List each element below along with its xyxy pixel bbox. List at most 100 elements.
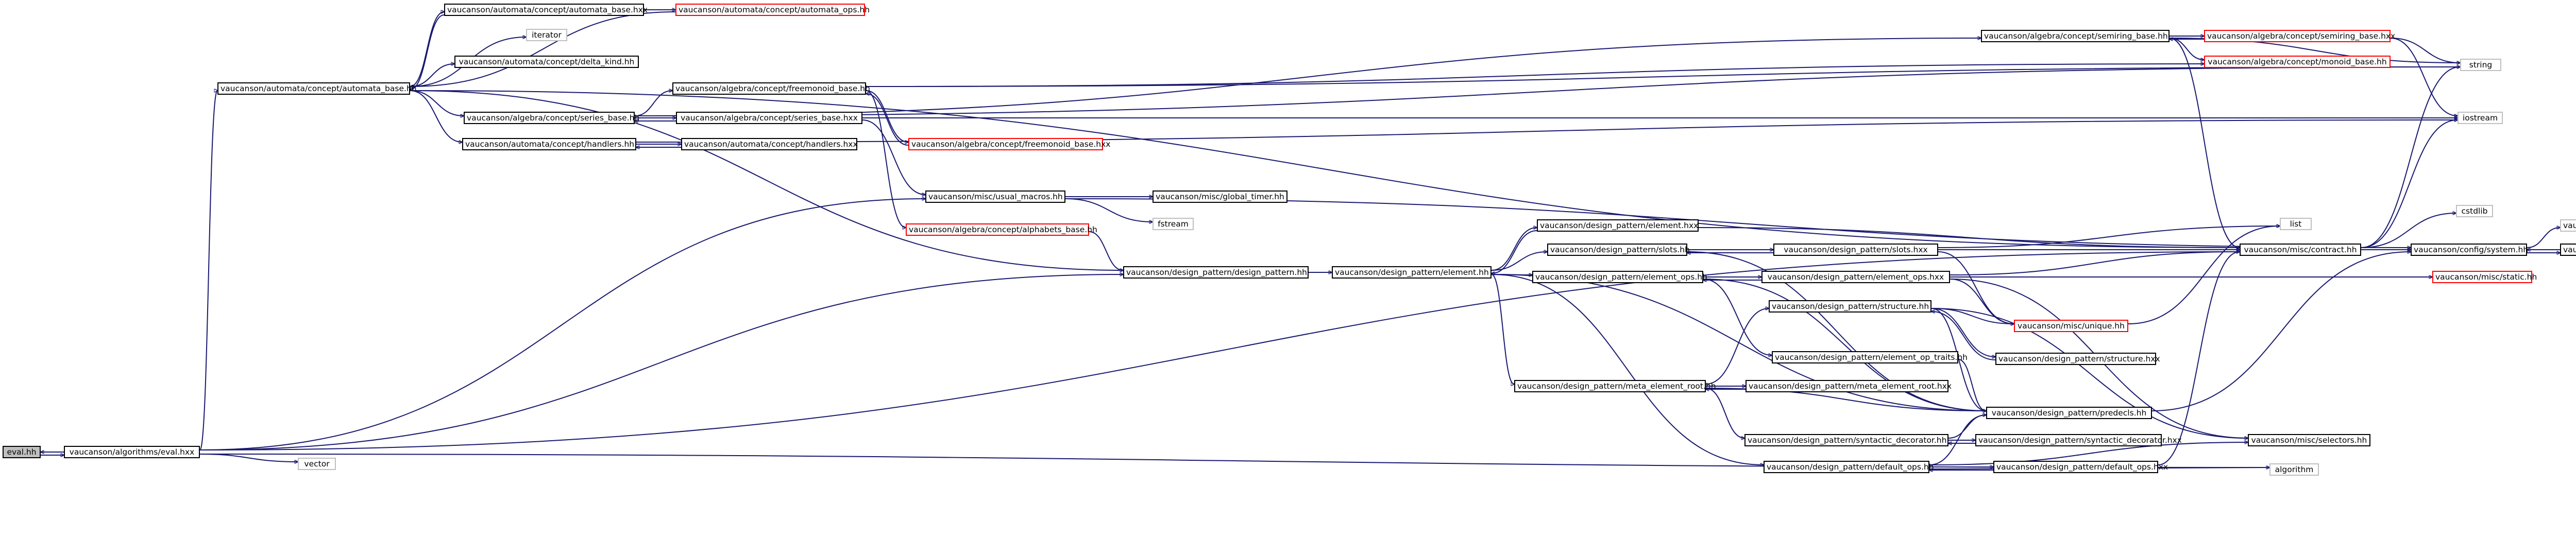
edge-freemonoid-base-hh-to-alphabets-base xyxy=(866,90,906,228)
node-string[interactable]: string xyxy=(2460,59,2501,71)
node-eval: eval.hh xyxy=(3,446,41,458)
node-system[interactable]: vaucanson/config/system.hh xyxy=(2411,244,2528,256)
edge-automata-base-hh-to-design-pattern xyxy=(410,90,1123,270)
edge-element-hxx-to-element-hh xyxy=(1492,230,1537,273)
edge-series-base-hh-to-semiring-base-hh xyxy=(634,38,1981,116)
node-monoid-base[interactable]: vaucanson/algebra/concept/monoid_base.hh xyxy=(2204,56,2391,68)
edge-contract-to-string xyxy=(2361,67,2460,248)
node-element-hh[interactable]: vaucanson/design_pattern/element.hh xyxy=(1332,266,1492,279)
node-syntactic-decorator-hxx[interactable]: vaucanson/design_pattern/syntactic_decor… xyxy=(1975,434,2182,446)
node-iostream[interactable]: iostream xyxy=(2458,112,2503,124)
edge-meta-element-root-hh-to-structure-hh xyxy=(1705,308,1769,385)
edge-series-base-hxx-to-usual-macros xyxy=(862,119,925,195)
node-static[interactable]: vaucanson/misc/static.hh xyxy=(2432,271,2537,283)
edge-default-ops-hh-to-selectors xyxy=(1929,442,2248,465)
node-default-ops-hxx[interactable]: vaucanson/design_pattern/default_ops.hxx xyxy=(1993,461,2168,473)
edge-slots-hh-to-predecls xyxy=(1687,251,1986,411)
edge-semiring-base-hh-to-monoid-base xyxy=(2169,38,2204,60)
node-contract[interactable]: vaucanson/misc/contract.hh xyxy=(2240,244,2361,256)
edge-alg-eval-to-contract xyxy=(199,252,2240,450)
node-meta-element-root-hh[interactable]: vaucanson/design_pattern/meta_element_ro… xyxy=(1514,380,1716,392)
node-structure-hxx[interactable]: vaucanson/design_pattern/structure.hxx xyxy=(1995,353,2160,365)
node-selectors[interactable]: vaucanson/misc/selectors.hh xyxy=(2248,434,2370,446)
node-algorithm[interactable]: algorithm xyxy=(2269,463,2319,476)
node-slots-hxx[interactable]: vaucanson/design_pattern/slots.hxx xyxy=(1773,244,1938,256)
edge-semiring-base-hxx-to-string xyxy=(2390,38,2460,63)
edge-usual-macros-to-fstream xyxy=(1065,198,1153,222)
edge-alg-eval-to-automata-base-hh xyxy=(199,91,218,450)
edge-element-op-traits-to-predecls xyxy=(1958,359,1986,411)
node-element-ops-hxx[interactable]: vaucanson/design_pattern/element_ops.hxx xyxy=(1761,271,1950,283)
edge-element-ops-hxx-to-contract xyxy=(1950,252,2240,275)
edge-automata-base-hh-to-series-base-hh xyxy=(410,90,464,116)
edge-alg-eval-to-usual-macros xyxy=(199,199,925,450)
edge-semiring-base-hxx-to-iostream xyxy=(2390,38,2458,116)
node-global-timer[interactable]: vaucanson/misc/global_timer.hh xyxy=(1153,190,1287,203)
node-handlers-hh[interactable]: vaucanson/automata/concept/handlers.hh xyxy=(462,138,636,150)
edge-alphabets-base-to-design-pattern xyxy=(1089,231,1123,270)
node-semiring-base-hh[interactable]: vaucanson/algebra/concept/semiring_base.… xyxy=(1981,30,2170,42)
edge-freemonoid-base-hh-to-monoid-base xyxy=(866,64,2204,87)
edge-contract-to-cstdlib xyxy=(2361,213,2456,248)
node-slots-hh[interactable]: vaucanson/design_pattern/slots.hh xyxy=(1547,244,1690,256)
node-pconf[interactable]: vaucanson/config/pconf.hh xyxy=(2560,219,2576,232)
node-meta-element-root-hxx[interactable]: vaucanson/design_pattern/meta_element_ro… xyxy=(1745,380,1952,392)
edge-structure-hh-to-structure-hxx xyxy=(1931,308,1995,357)
node-freemonoid-base-hh[interactable]: vaucanson/algebra/concept/freemonoid_bas… xyxy=(672,82,870,95)
edge-freemonoid-base-hxx-to-freemonoid-base-hh xyxy=(866,94,909,146)
node-structure-hh[interactable]: vaucanson/design_pattern/structure.hh xyxy=(1769,300,1931,313)
node-semiring-base-hxx[interactable]: vaucanson/algebra/concept/semiring_base.… xyxy=(2204,30,2395,42)
node-handlers-hxx[interactable]: vaucanson/automata/concept/handlers.hxx xyxy=(681,138,858,150)
node-automata-ops[interactable]: vaucanson/automata/concept/automata_ops.… xyxy=(675,4,870,16)
node-math[interactable]: vaucanson/config/math.hh xyxy=(2560,244,2576,256)
edge-series-base-hh-to-string xyxy=(634,67,2460,116)
node-delta-kind[interactable]: vaucanson/automata/concept/delta_kind.hh xyxy=(454,56,639,68)
edge-alg-eval-to-algorithm xyxy=(199,454,2269,467)
node-automata-base-hxx[interactable]: vaucanson/automata/concept/automata_base… xyxy=(444,4,648,16)
edge-element-hh-to-default-ops-hh xyxy=(1491,274,1764,465)
node-iterator[interactable]: iterator xyxy=(526,29,567,41)
edge-automata-base-hxx-to-automata-base-hh xyxy=(410,14,445,90)
edge-meta-element-root-hh-to-syntactic-decorator-hh xyxy=(1705,388,1744,438)
node-unique[interactable]: vaucanson/misc/unique.hh xyxy=(2014,320,2128,332)
edge-element-hxx-to-contract xyxy=(1698,227,2240,248)
node-element-hxx[interactable]: vaucanson/design_pattern/element.hxx xyxy=(1537,219,1699,232)
edge-element-ops-hh-to-element-op-traits xyxy=(1703,279,1772,355)
node-cstdlib[interactable]: cstdlib xyxy=(2456,205,2493,217)
node-syntactic-decorator-hh[interactable]: vaucanson/design_pattern/syntactic_decor… xyxy=(1744,434,1948,446)
edge-slots-hxx-to-list xyxy=(1938,226,2280,248)
edge-element-hh-to-element-hxx xyxy=(1491,228,1537,271)
node-automata-base-hh[interactable]: vaucanson/automata/concept/automata_base… xyxy=(217,82,417,95)
node-series-base-hxx[interactable]: vaucanson/algebra/concept/series_base.hx… xyxy=(676,112,862,124)
node-alphabets-base[interactable]: vaucanson/algebra/concept/alphabets_base… xyxy=(906,223,1097,236)
node-usual-macros[interactable]: vaucanson/misc/usual_macros.hh xyxy=(925,190,1065,203)
edge-system-to-pconf xyxy=(2527,228,2560,248)
node-fstream[interactable]: fstream xyxy=(1153,218,1194,230)
edge-automata-base-hh-to-automata-base-hxx xyxy=(410,12,444,87)
node-predecls[interactable]: vaucanson/design_pattern/predecls.hh xyxy=(1986,407,2152,419)
edge-default-ops-hh-to-predecls xyxy=(1929,415,1986,465)
edge-alg-eval-to-design-pattern xyxy=(199,274,1123,450)
edge-default-ops-hxx-to-contract xyxy=(2158,252,2240,465)
edge-structure-hh-to-selectors xyxy=(1931,308,2248,438)
edge-element-ops-hxx-to-unique xyxy=(1950,279,2014,324)
node-element-ops-hh[interactable]: vaucanson/design_pattern/element_ops.hh xyxy=(1532,271,1707,283)
edge-unique-to-list xyxy=(2128,226,2280,324)
node-default-ops-hh[interactable]: vaucanson/design_pattern/default_ops.hh xyxy=(1764,461,1934,473)
edge-usual-macros-to-system xyxy=(1065,198,2411,248)
edge-freemonoid-base-hh-to-freemonoid-base-hxx xyxy=(866,90,908,142)
edge-series-base-hh-to-freemonoid-base-hh xyxy=(634,91,672,116)
node-series-base-hh[interactable]: vaucanson/algebra/concept/series_base.hh xyxy=(464,112,639,124)
node-alg-eval[interactable]: vaucanson/algorithms/eval.hxx xyxy=(64,446,200,458)
node-design-pattern[interactable]: vaucanson/design_pattern/design_pattern.… xyxy=(1123,266,1309,279)
edge-semiring-base-hh-to-contract xyxy=(2169,38,2240,248)
edge-slots-hxx-to-unique xyxy=(1938,251,2014,324)
node-list[interactable]: list xyxy=(2280,218,2312,230)
edge-contract-to-iostream xyxy=(2361,120,2458,248)
node-element-op-traits[interactable]: vaucanson/design_pattern/element_op_trai… xyxy=(1772,351,1968,363)
edge-predecls-to-system xyxy=(2151,252,2411,411)
node-freemonoid-base-hxx[interactable]: vaucanson/algebra/concept/freemonoid_bas… xyxy=(908,138,1110,150)
node-vector[interactable]: vector xyxy=(298,458,336,470)
edge-freemonoid-base-hh-to-string xyxy=(866,67,2460,87)
